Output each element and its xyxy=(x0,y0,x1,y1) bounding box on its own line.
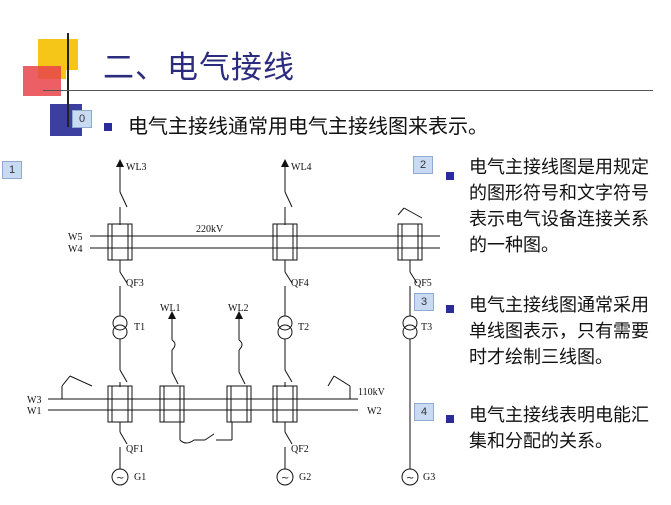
label-w3: W3 xyxy=(27,395,41,406)
label-220kv: 220kV xyxy=(196,224,224,235)
deco-white-square xyxy=(66,70,86,92)
diagram-labels: WL3 WL4 W5 W4 220kV QF3 QF4 QF5 T1 T2 T3… xyxy=(27,162,435,483)
bullet-text-4: 电气主接线表明电能汇集和分配的关系。 xyxy=(469,405,649,452)
badge-4: 4 xyxy=(414,403,434,421)
generator-g1 xyxy=(111,468,129,486)
label-qf4: QF4 xyxy=(291,278,309,289)
generator-g3-symbol: ~ xyxy=(406,473,414,484)
label-t2: T2 xyxy=(298,322,309,333)
badge-1: 1 xyxy=(2,161,22,179)
label-wl1: WL1 xyxy=(160,303,181,314)
badge-3: 3 xyxy=(414,293,434,311)
transformer-t3-lower xyxy=(402,324,418,340)
bullet-icon-3 xyxy=(446,305,454,313)
label-qf5: QF5 xyxy=(414,278,432,289)
bullet-text-3: 电气主接线图通常采用单线图表示，只有需要时才绘制三线图。 xyxy=(469,295,649,368)
label-wl2: WL2 xyxy=(228,303,249,314)
intro-text: 电气主接线通常用电气主接线图来表示。 xyxy=(128,114,488,138)
label-wl3: WL3 xyxy=(126,162,147,173)
switch-box-wl1 xyxy=(159,385,185,423)
label-g3: G3 xyxy=(423,472,435,483)
label-qf2: QF2 xyxy=(291,444,309,455)
arrow-wl4 xyxy=(281,159,289,167)
bullet-text-2: 电气主接线图是用规定的图形符号和文字符号表示电气设备连接关系的一种图。 xyxy=(469,157,649,256)
transformer-t1-upper xyxy=(112,315,128,331)
transformer-t2-lower xyxy=(277,324,293,340)
badge-2: 2 xyxy=(413,156,433,174)
label-g2: G2 xyxy=(299,472,311,483)
label-w4: W4 xyxy=(68,244,82,255)
label-t1: T1 xyxy=(134,322,145,333)
label-w2: W2 xyxy=(367,406,381,417)
label-qf3: QF3 xyxy=(126,278,144,289)
arrow-wl2 xyxy=(235,311,243,319)
label-w1: W1 xyxy=(27,406,41,417)
transformer-t1-lower xyxy=(112,324,128,340)
bullet-icon-4 xyxy=(446,415,454,423)
generator-g3 xyxy=(401,468,419,486)
label-wl4: WL4 xyxy=(291,162,312,173)
deco-horizontal-line xyxy=(43,90,653,91)
badge-0: 0 xyxy=(72,110,92,128)
generator-g1-symbol: ~ xyxy=(116,473,124,484)
transformer-t2-upper xyxy=(277,315,293,331)
label-g1: G1 xyxy=(134,472,146,483)
label-qf1: QF1 xyxy=(126,444,144,455)
intro-bullet-icon xyxy=(104,123,112,131)
generator-g2-symbol: ~ xyxy=(281,473,289,484)
arrow-wl1 xyxy=(168,311,176,319)
transformer-t3-upper xyxy=(402,315,418,331)
switch-box-wl2 xyxy=(226,385,252,423)
deco-red-square xyxy=(23,66,61,96)
bullet-icon-2 xyxy=(446,172,454,180)
label-t3: T3 xyxy=(421,322,432,333)
page-title: 二、电气接线 xyxy=(103,50,295,86)
arrow-wl3 xyxy=(116,159,124,167)
label-w5: W5 xyxy=(68,232,82,243)
deco-vertical-line xyxy=(67,33,69,127)
generator-g2 xyxy=(276,468,294,486)
label-110kv: 110kV xyxy=(358,387,386,398)
